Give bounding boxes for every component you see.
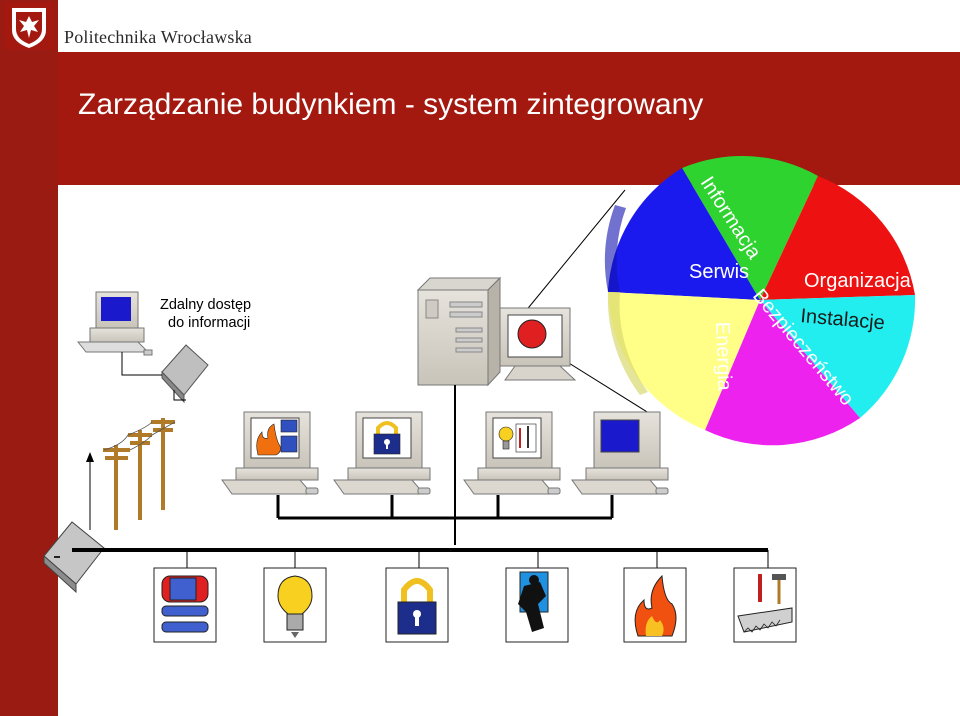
lightbulb-tools-icon: [498, 423, 537, 453]
fire-icon: [634, 574, 677, 637]
eagle-shield-icon: [4, 2, 54, 50]
workstation-blank: [571, 411, 669, 495]
remote-access-line2: do informacji: [168, 315, 251, 331]
pie-slice-serwis-blue: [608, 168, 760, 300]
pie-slice-instalacje: [760, 295, 916, 418]
pie-slice-informacja: [682, 155, 818, 300]
lightbulb-icon: [277, 575, 313, 638]
network-bus: [72, 385, 769, 568]
remote-access-line1: Zdalny dostęp: [160, 297, 252, 313]
logo-text: Politechnika Wrocławska: [64, 27, 252, 47]
padlock-icon: [397, 578, 437, 635]
intruder-icon: [518, 571, 549, 632]
remote-computer: [76, 291, 153, 356]
page-title: Zarządzanie budynkiem - system zintegrow…: [78, 88, 704, 121]
pie-slice-bezpieczenstwo: [705, 300, 860, 446]
workstation-energy: [463, 411, 561, 495]
subsystem-maintenance: [733, 567, 797, 643]
left-accent-bar: [0, 0, 58, 716]
pie-slice-organizacja: [760, 176, 915, 300]
header-banner: [58, 52, 960, 185]
subsystem-intrusion: [505, 567, 569, 643]
subsystem-lighting: [263, 567, 327, 643]
pie-label-serwis: Serwis: [689, 261, 749, 283]
power-poles: [103, 418, 175, 530]
building-modem: [43, 521, 105, 594]
subsystem-access-control: [385, 567, 449, 643]
pie-slice-energia: [608, 292, 760, 430]
blank-screen-icon: [600, 419, 640, 453]
pie-label-organizacja: Organizacja: [804, 270, 912, 292]
server-monitor: [499, 307, 577, 381]
fire-hvac-icon: [256, 419, 298, 456]
pie-label-energia: Energia: [711, 321, 735, 392]
subsystem-fire: [623, 567, 687, 643]
remote-modem: [161, 344, 209, 404]
arrow-up-icon: [86, 452, 94, 530]
workstation-security: [333, 411, 431, 495]
pie-chart: Informacja Serwis Organizacja Instalacje…: [604, 155, 916, 446]
heating-radiator-icon: [161, 575, 209, 633]
remote-access-label: Zdalny dostęp do informacji: [160, 296, 290, 332]
power-wires: [103, 421, 176, 451]
workstation-hvac: [221, 411, 319, 495]
remote-cables: [121, 352, 186, 401]
server-tower: [416, 276, 502, 387]
subsystem-heating: [153, 567, 217, 643]
tools-saw-icon: [737, 574, 793, 633]
university-logo: Politechnika Wrocławska: [0, 0, 260, 52]
lock-icon: [373, 421, 401, 455]
